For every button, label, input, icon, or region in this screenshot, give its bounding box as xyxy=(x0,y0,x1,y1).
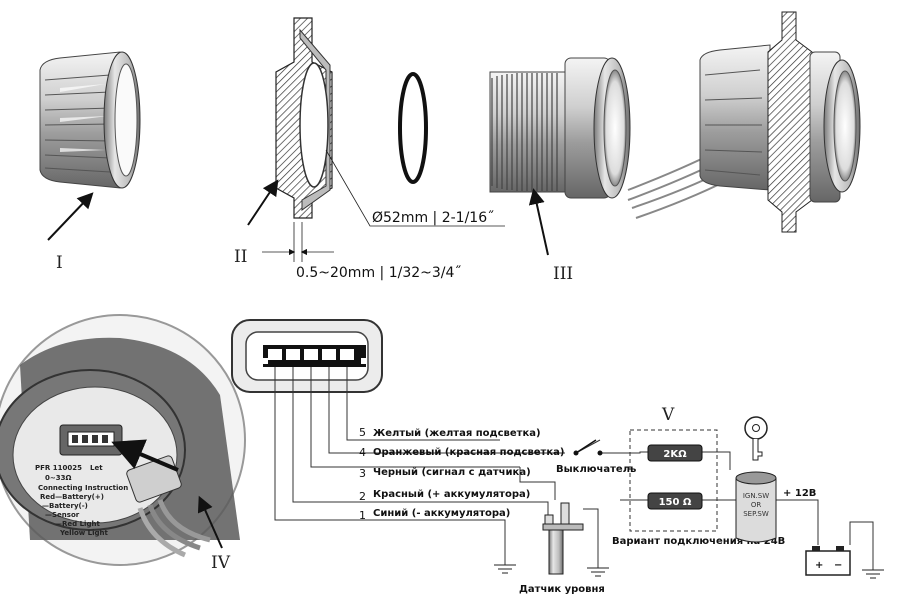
roman-label-iv: IV xyxy=(211,553,231,573)
plus-12v-label: + 12B xyxy=(783,488,816,499)
thickness-label: 0.5~20mm | 1/32~3/4˝ xyxy=(296,265,461,281)
roman-label-ii: II xyxy=(234,247,247,267)
resistor-150 xyxy=(647,492,703,510)
diameter-leader xyxy=(325,149,505,227)
knurled-nut xyxy=(39,51,141,189)
closeup-text-red: Red—Battery(+) xyxy=(40,493,104,501)
pointer-arrow-iii xyxy=(528,188,549,256)
closeup-text-battery-minus: —Battery(-) xyxy=(42,502,88,510)
wire-2-number: 2 xyxy=(359,490,366,503)
wire-3-number: 3 xyxy=(359,467,366,480)
wire-1-number: 1 xyxy=(359,509,366,522)
connector-closeup: PFR 110025 Let 0~33Ω Connecting Instruct… xyxy=(0,314,246,566)
roman-label-v: V xyxy=(661,405,675,425)
switch-label: Выключатель xyxy=(556,464,636,475)
battery-minus: − xyxy=(834,560,842,571)
closeup-text-range: 0~33Ω xyxy=(45,474,71,482)
resistor-2k xyxy=(647,444,703,462)
ignition-label-or: OR xyxy=(751,501,762,509)
roman-label-iii: III xyxy=(553,264,573,284)
ground-symbol-right xyxy=(862,569,884,579)
ground-symbol-sensor xyxy=(587,567,609,577)
resistor-2k-label: 2KΩ xyxy=(663,449,687,460)
closeup-text-model: PFR 110025 xyxy=(35,464,82,472)
closeup-text-instruction: Connecting Instruction xyxy=(38,484,128,492)
o-ring xyxy=(398,72,428,184)
variant-24v-box xyxy=(629,429,718,532)
ground-symbol-left xyxy=(494,564,516,574)
mounting-bracket xyxy=(275,17,333,219)
closeup-text-sensor: —Sensor xyxy=(45,511,80,519)
wire-5-label: Желтый (желтая подсветка) xyxy=(373,428,541,439)
closeup-text-red-light: —Red Light xyxy=(55,520,100,528)
assembled-gauge xyxy=(627,11,861,233)
closeup-text-let: Let xyxy=(90,464,103,472)
threaded-housing xyxy=(489,57,631,199)
ignition-label-sep: SEP.SW xyxy=(743,510,769,518)
sensor-label: Датчик уровня xyxy=(519,584,605,595)
switch-lever xyxy=(575,439,597,454)
roman-label-i: I xyxy=(56,253,63,273)
connector-block xyxy=(231,319,383,393)
level-sensor xyxy=(542,502,584,575)
pointer-arrow-ii xyxy=(247,179,279,226)
wire-5-number: 5 xyxy=(359,426,366,439)
battery-plus: + xyxy=(815,560,823,571)
wire-4-label: Оранжевый (красная подсветка) xyxy=(373,447,564,458)
diameter-label: Ø52mm | 2-1/16˝ xyxy=(372,210,494,226)
wire-4-number: 4 xyxy=(359,446,366,459)
closeup-text-yellow-light: Yellow Light xyxy=(59,529,109,537)
ignition-switch: IGN.SW OR SEP.SW xyxy=(735,416,777,543)
wire-1-label: Синий (- аккумулятора) xyxy=(373,508,510,519)
wiring-lines xyxy=(274,367,874,570)
battery: + − xyxy=(805,546,851,576)
variant-24v-label: Вариант подключения на 24В xyxy=(612,536,785,547)
ignition-label-ign: IGN.SW xyxy=(743,492,769,500)
wire-2-label: Красный (+ аккумулятора) xyxy=(373,489,530,500)
resistor-150-label: 150 Ω xyxy=(659,497,692,508)
pointer-arrow-i xyxy=(47,192,94,241)
pointer-arrow-iv xyxy=(197,495,223,549)
wire-3-label: Черный (сигнал с датчика) xyxy=(373,467,531,478)
switch-contact-right xyxy=(597,450,603,456)
